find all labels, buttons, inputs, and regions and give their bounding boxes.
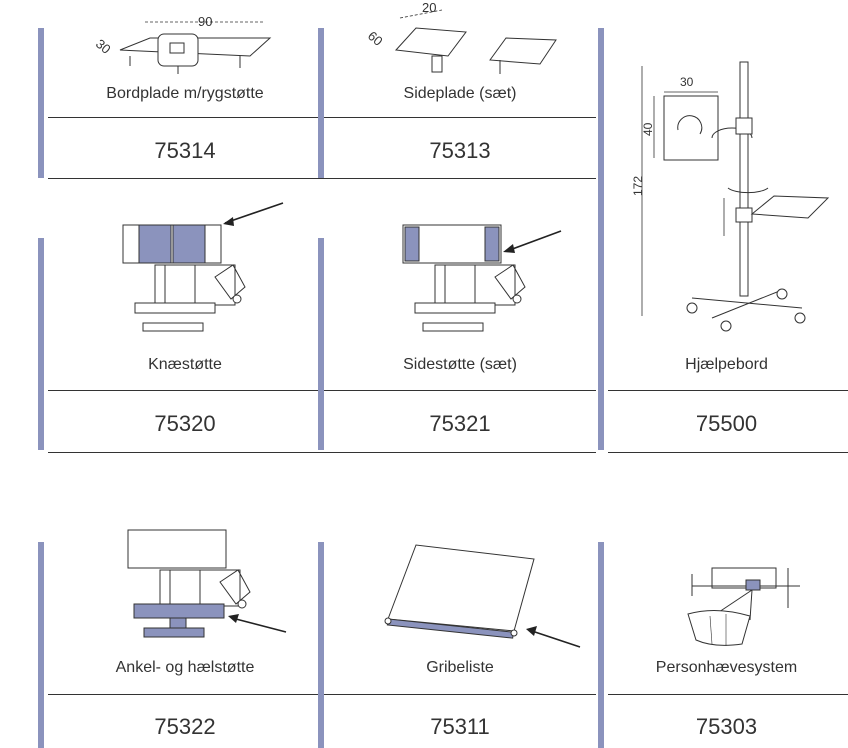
grab-rail-illustration	[384, 544, 581, 648]
product-name: Gribeliste	[426, 659, 494, 676]
divider	[328, 178, 596, 179]
accent-bar	[38, 238, 44, 450]
auxiliary-table-illustration: 172 30 40	[631, 61, 830, 332]
product-code: 75314	[154, 138, 216, 163]
accent-bar	[318, 542, 324, 748]
divider	[48, 390, 330, 391]
product-code: 75311	[430, 714, 490, 739]
product-name: Personhævesystem	[655, 659, 798, 676]
product-code: 75303	[695, 714, 758, 739]
accent-bar	[38, 28, 44, 178]
dim-label: 20	[422, 0, 436, 15]
product-code: 75322	[154, 714, 216, 739]
divider	[608, 452, 848, 453]
side-support-illustration	[402, 224, 562, 332]
knee-support-illustration	[122, 202, 284, 332]
dim-label: 172	[631, 176, 645, 196]
divider	[608, 694, 848, 695]
divider	[48, 694, 330, 695]
divider	[328, 452, 596, 453]
divider	[608, 390, 848, 391]
accent-bar	[38, 542, 44, 748]
product-name: Ankel- og hælstøtte	[115, 659, 255, 676]
dim-label: 60	[365, 28, 386, 49]
dim-label: 30	[93, 36, 114, 57]
divider	[328, 390, 596, 391]
product-code: 75320	[154, 411, 216, 436]
product-code: 75321	[429, 411, 491, 436]
person-lift-system-illustration	[687, 567, 800, 646]
product-name: Sidestøtte (sæt)	[403, 356, 517, 373]
side-plate-illustration: 20 60	[365, 0, 557, 74]
accent-bar	[318, 28, 324, 178]
product-code: 75313	[429, 138, 491, 163]
ankle-heel-support-illustration	[127, 529, 287, 638]
divider	[48, 117, 330, 118]
product-name: Bordplade m/rygstøtte	[106, 85, 264, 102]
accent-bar	[598, 542, 604, 748]
divider	[48, 178, 330, 179]
product-name: Sideplade (sæt)	[403, 85, 517, 102]
divider	[48, 452, 330, 453]
accent-bar	[318, 238, 324, 450]
product-name: Hjælpebord	[685, 356, 768, 373]
accent-bar	[598, 28, 604, 450]
product-code: 75500	[695, 411, 758, 436]
dim-label: 40	[641, 122, 655, 136]
divider	[328, 694, 596, 695]
table-top-illustration: 90 30	[93, 14, 272, 74]
dim-label: 30	[680, 75, 694, 89]
divider	[328, 117, 596, 118]
product-name: Knæstøtte	[148, 356, 222, 373]
dim-label: 90	[198, 14, 212, 29]
